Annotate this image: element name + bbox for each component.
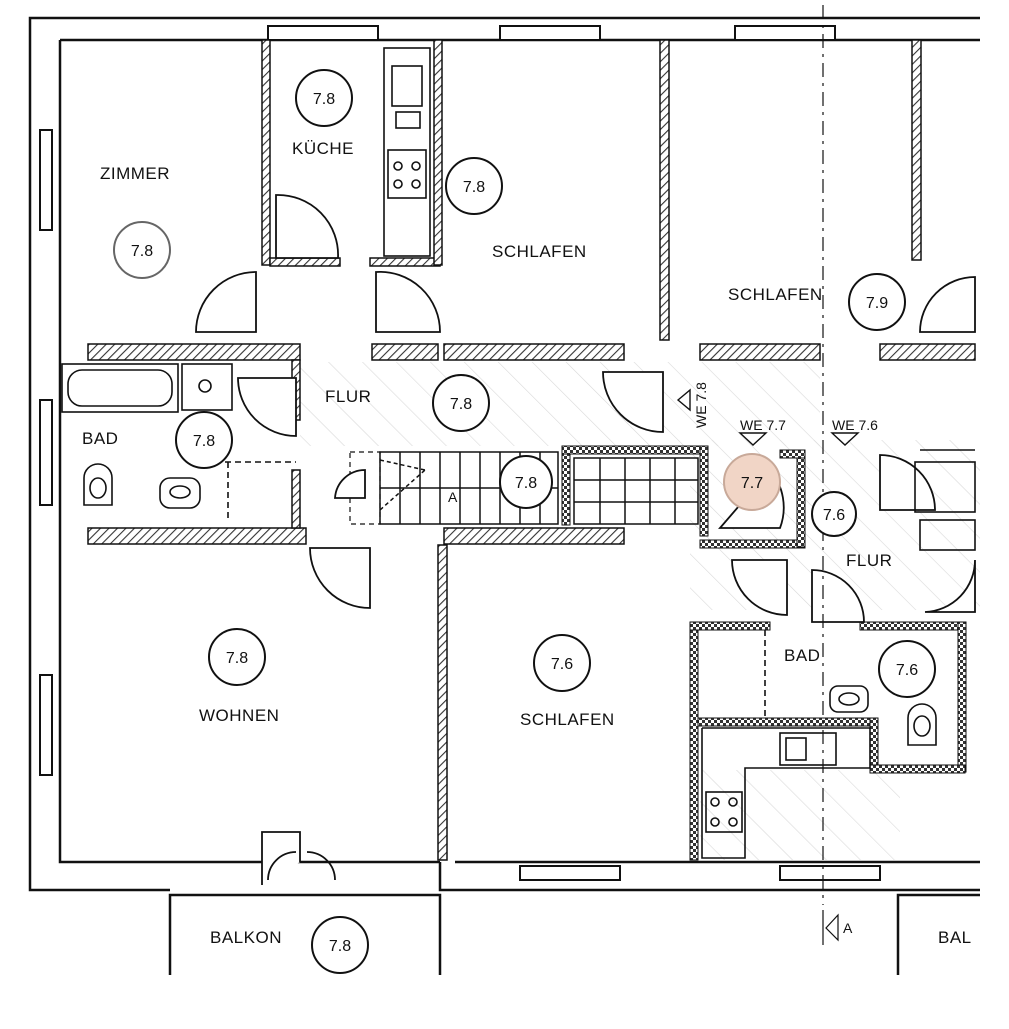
marker-texts: WE 7.8 WE 7.7 WE 7.6 A A	[448, 382, 878, 936]
level-balkon: 7.8	[329, 938, 351, 955]
label-zimmer: ZIMMER	[100, 164, 170, 183]
right-fixtures	[914, 449, 976, 551]
outer-walls	[28, 16, 980, 892]
label-kueche: KÜCHE	[292, 139, 354, 158]
we-label-2: WE 7.6	[832, 417, 878, 433]
level-podest: 7.7	[741, 475, 763, 492]
level-schlafen-1: 7.8	[463, 179, 485, 196]
doors	[195, 194, 976, 885]
label-bad-2: BAD	[784, 646, 820, 665]
windows-top	[267, 25, 836, 41]
label-schlafen-3: SCHLAFEN	[520, 710, 615, 729]
section-mark: A	[843, 920, 853, 936]
kitchen-fixtures	[383, 47, 431, 257]
level-wohnen: 7.8	[226, 650, 248, 667]
stair-mark: A	[448, 489, 458, 505]
label-flur-2: FLUR	[846, 551, 892, 570]
stair-walls	[561, 445, 967, 861]
label-schlafen-1: SCHLAFEN	[492, 242, 587, 261]
level-schlafen-3: 7.6	[551, 656, 573, 673]
level-values: 7.8 7.8 7.8 7.9 7.8 7.8 7.8 7.7 7.6 7.8 …	[131, 91, 918, 955]
level-circles	[113, 69, 936, 974]
label-flur-1: FLUR	[325, 387, 371, 406]
level-flur-2: 7.6	[823, 507, 845, 524]
room-labels: ZIMMER KÜCHE SCHLAFEN SCHLAFEN FLUR BAD …	[82, 139, 972, 947]
level-kueche: 7.8	[313, 91, 335, 108]
level-markers	[676, 388, 860, 446]
we-vertical-label: WE 7.8	[693, 382, 709, 428]
balconies	[168, 893, 980, 975]
label-bad-1: BAD	[82, 429, 118, 448]
kitchen-fixtures-2	[701, 727, 871, 859]
level-bad-1: 7.8	[193, 433, 215, 450]
windows-bottom	[519, 865, 881, 881]
level-zimmer: 7.8	[131, 243, 153, 260]
level-treppe: 7.8	[515, 475, 537, 492]
label-wohnen: WOHNEN	[199, 706, 279, 725]
label-balkon-2: BAL	[938, 928, 972, 947]
windows-left	[39, 129, 53, 776]
bathroom-fixtures-1	[61, 363, 296, 522]
level-schlafen-2: 7.9	[866, 295, 888, 312]
label-balkon: BALKON	[210, 928, 282, 947]
label-schlafen-2: SCHLAFEN	[728, 285, 823, 304]
level-flur-1: 7.8	[450, 396, 472, 413]
we-label-1: WE 7.7	[740, 417, 786, 433]
bathroom-fixtures-2	[764, 630, 937, 746]
staircase	[379, 451, 699, 525]
level-bad-2: 7.6	[896, 662, 918, 679]
section-line	[822, 5, 839, 945]
